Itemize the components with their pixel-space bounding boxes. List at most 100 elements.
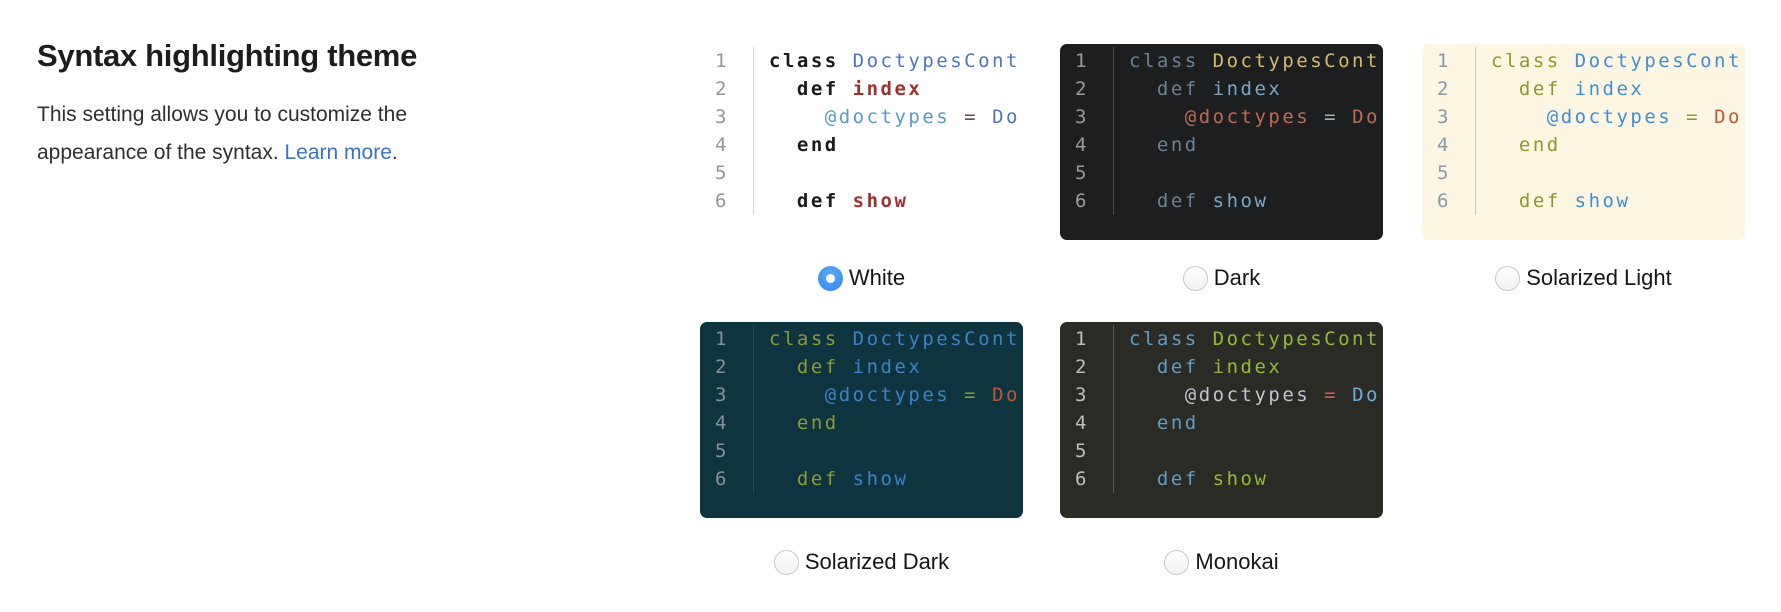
- code-text: def index: [1114, 75, 1383, 103]
- token-fn: show: [1574, 190, 1631, 212]
- token-pl: [1672, 106, 1686, 128]
- token-pl: [1129, 134, 1157, 156]
- theme-radio-label-white[interactable]: White: [848, 265, 906, 290]
- code-line: 5: [700, 159, 1023, 187]
- line-number: 6: [1422, 187, 1476, 215]
- theme-radio-label-solarized-dark[interactable]: Solarized Dark: [804, 549, 950, 574]
- token-pl: [769, 190, 797, 212]
- token-pl: [769, 134, 797, 156]
- code-line: 3 @doctypes = Do: [1060, 381, 1383, 409]
- code-text: [1114, 437, 1383, 465]
- code-text: end: [1114, 131, 1383, 159]
- token-const: Do: [1714, 106, 1742, 128]
- code-text: class DoctypesCont: [1476, 47, 1745, 75]
- code-text: @doctypes = Do: [1114, 103, 1383, 131]
- code-line: 4 end: [1060, 131, 1383, 159]
- code-text: end: [1476, 131, 1745, 159]
- token-const: Do: [1352, 384, 1380, 406]
- token-fn: show: [852, 190, 909, 212]
- token-const: Do: [992, 106, 1020, 128]
- token-kw: def: [1518, 78, 1561, 100]
- token-pl: [1199, 468, 1213, 490]
- token-pl: [978, 384, 992, 406]
- theme-radio-white[interactable]: [817, 265, 843, 291]
- code-text: [1114, 159, 1383, 187]
- token-pl: [839, 328, 853, 350]
- token-cls: DoctypesCont: [1574, 50, 1742, 72]
- learn-more-link[interactable]: Learn more: [284, 140, 392, 164]
- token-kw: def: [796, 78, 839, 100]
- token-fn: index: [1574, 78, 1645, 100]
- theme-radio-solarized-dark[interactable]: [773, 549, 799, 575]
- theme-radio-label-solarized-light[interactable]: Solarized Light: [1526, 265, 1672, 290]
- code-text: def show: [1114, 187, 1383, 215]
- theme-radio-solarized-light[interactable]: [1495, 265, 1521, 291]
- token-var: @doctypes: [1184, 106, 1311, 128]
- code-line: 3 @doctypes = Do: [1060, 103, 1383, 131]
- token-pl: [1199, 356, 1213, 378]
- token-kw: end: [1518, 134, 1561, 156]
- line-number: 1: [1422, 47, 1476, 75]
- token-kw: def: [796, 356, 839, 378]
- code-line: 5: [1060, 437, 1383, 465]
- code-text: def show: [1476, 187, 1745, 215]
- token-op: =: [964, 384, 979, 406]
- line-number: 4: [1060, 131, 1114, 159]
- token-pl: [839, 50, 853, 72]
- token-kw: class: [1129, 50, 1199, 72]
- line-number: 6: [700, 465, 754, 493]
- line-number: 5: [700, 437, 754, 465]
- token-op: =: [1324, 384, 1339, 406]
- line-number: 6: [1060, 187, 1114, 215]
- theme-choice-row: Monokai: [1060, 549, 1383, 575]
- code-line: 3 @doctypes = Do: [1422, 103, 1745, 131]
- code-text: [754, 159, 1023, 187]
- theme-radio-label-dark[interactable]: Dark: [1213, 265, 1261, 290]
- page-title: Syntax highlighting theme: [37, 38, 418, 73]
- token-fn: show: [852, 468, 909, 490]
- token-const: Do: [1352, 106, 1380, 128]
- token-pl: [1561, 190, 1575, 212]
- code-line: 2 def index: [1060, 75, 1383, 103]
- theme-radio-dark[interactable]: [1182, 265, 1208, 291]
- token-pl: [1310, 384, 1324, 406]
- line-number: 3: [700, 103, 754, 131]
- code-text: class DoctypesCont: [1114, 325, 1383, 353]
- token-kw: def: [1156, 468, 1199, 490]
- theme-choice-row: White: [700, 265, 1023, 291]
- code-line: 4 end: [1422, 131, 1745, 159]
- token-var: @doctypes: [1184, 384, 1311, 406]
- line-number: 2: [1422, 75, 1476, 103]
- token-pl: [1129, 356, 1157, 378]
- token-pl: [1491, 78, 1519, 100]
- theme-choice-row: Dark: [1060, 265, 1383, 291]
- theme-radio-label-monokai[interactable]: Monokai: [1195, 549, 1279, 574]
- line-number: 5: [1060, 437, 1114, 465]
- token-pl: [769, 106, 825, 128]
- token-pl: [1129, 412, 1157, 434]
- code-line: 5: [700, 437, 1023, 465]
- token-kw: class: [769, 328, 839, 350]
- code-text: [1476, 159, 1745, 187]
- token-var: @doctypes: [1546, 106, 1673, 128]
- line-number: 5: [700, 159, 754, 187]
- token-pl: [1199, 328, 1213, 350]
- token-pl: [769, 412, 797, 434]
- section-description: This setting allows you to customize the…: [37, 96, 507, 171]
- code-line: 6 def show: [1060, 465, 1383, 493]
- token-op: =: [1324, 106, 1339, 128]
- code-line: 4 end: [1060, 409, 1383, 437]
- theme-radio-monokai[interactable]: [1164, 549, 1190, 575]
- code-text: end: [1114, 409, 1383, 437]
- line-number: 2: [700, 75, 754, 103]
- code-line: 2 def index: [1422, 75, 1745, 103]
- token-pl: [1310, 106, 1324, 128]
